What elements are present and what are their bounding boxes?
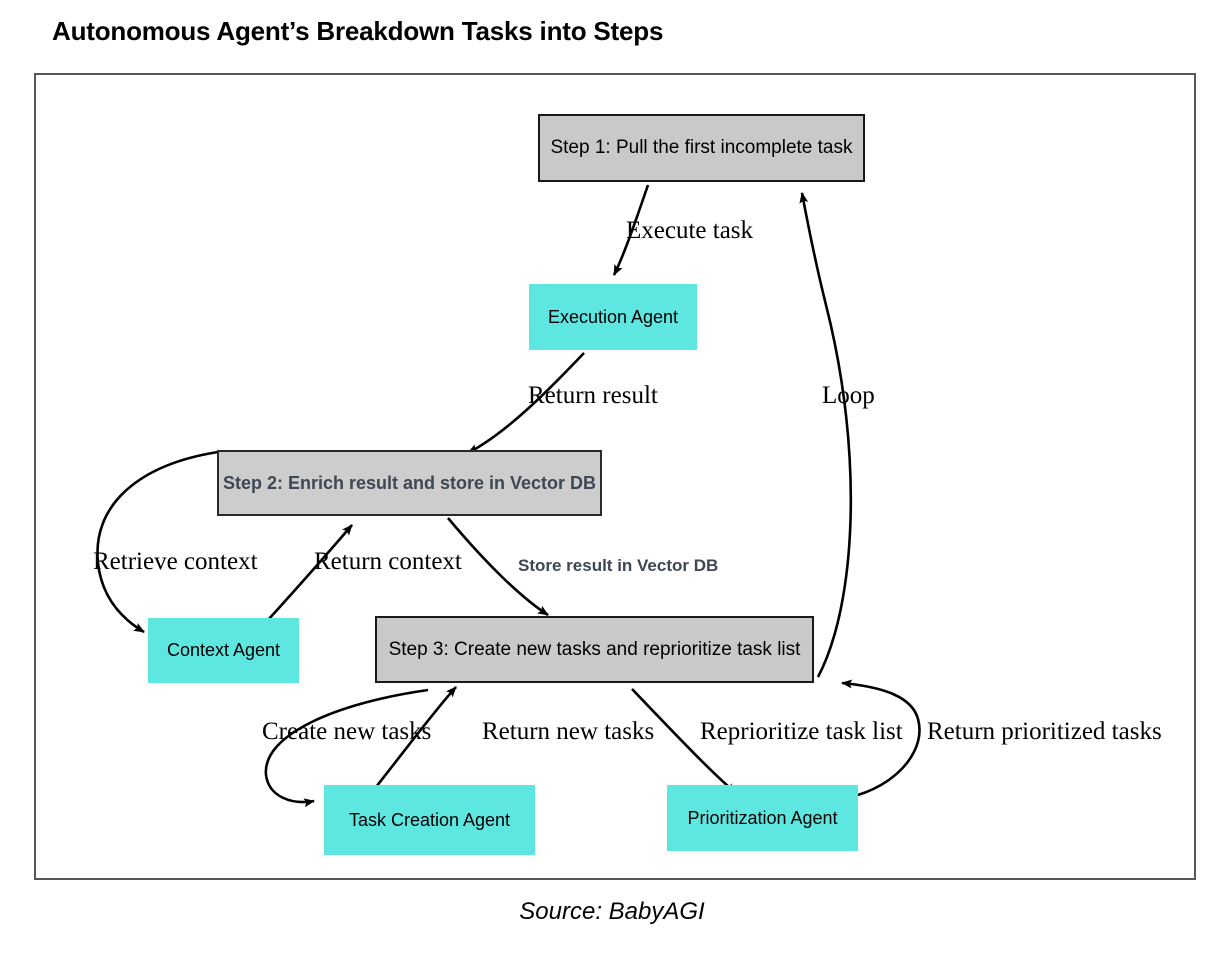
node-context-agent[interactable]: Context Agent — [148, 618, 299, 683]
node-step-3-label: Step 3: Create new tasks and reprioritiz… — [388, 638, 801, 660]
edge-return-context — [267, 524, 353, 621]
node-task-creation-agent[interactable]: Task Creation Agent — [324, 785, 535, 855]
edge-loop — [799, 192, 853, 678]
node-prioritization-agent[interactable]: Prioritization Agent — [667, 785, 858, 851]
edge-label-return-context: Return context — [314, 548, 462, 575]
edge-label-return-result: Return result — [528, 382, 658, 409]
node-step-2-label: Step 2: Enrich result and store in Vecto… — [222, 472, 597, 493]
edge-execute-task — [612, 184, 650, 276]
page-title: Autonomous Agent’s Breakdown Tasks into … — [52, 16, 664, 46]
node-step-3[interactable]: Step 3: Create new tasks and reprioritiz… — [375, 616, 814, 683]
edge-label-retrieve-context: Retrieve context — [93, 548, 258, 575]
node-execution-agent[interactable]: Execution Agent — [529, 284, 697, 350]
node-step-2[interactable]: Step 2: Enrich result and store in Vecto… — [217, 450, 602, 516]
edge-label-return-new-tasks: Return new tasks — [482, 718, 655, 745]
edge-store-result — [447, 517, 549, 617]
edge-label-store-result: Store result in Vector DB — [518, 556, 719, 575]
node-step-1[interactable]: Step 1: Pull the first incomplete task — [538, 114, 865, 182]
diagram-edges — [96, 184, 921, 808]
node-execution-agent-label: Execution Agent — [547, 306, 679, 327]
edge-retrieve-context — [96, 450, 219, 634]
edge-return-prioritized-tasks — [841, 679, 921, 797]
edge-label-create-new-tasks: Create new tasks — [262, 718, 432, 745]
edge-label-loop: Loop — [822, 382, 875, 409]
node-context-agent-label: Context Agent — [166, 640, 281, 660]
node-step-1-label: Step 1: Pull the first incomplete task — [550, 137, 853, 158]
node-prioritization-agent-label: Prioritization Agent — [687, 807, 838, 828]
edge-label-reprioritize-task-list: Reprioritize task list — [700, 718, 903, 745]
edge-return-new-tasks — [374, 686, 457, 788]
diagram-frame: Step 1: Pull the first incomplete task E… — [34, 73, 1196, 880]
edge-return-result — [467, 352, 585, 455]
edge-label-execute-task: Execute task — [626, 217, 754, 244]
source-caption: Source: BabyAGI — [519, 898, 705, 925]
edge-label-return-prioritized-tasks: Return prioritized tasks — [927, 718, 1162, 745]
edge-create-new-tasks — [264, 688, 429, 808]
node-task-creation-agent-label: Task Creation Agent — [348, 809, 511, 830]
